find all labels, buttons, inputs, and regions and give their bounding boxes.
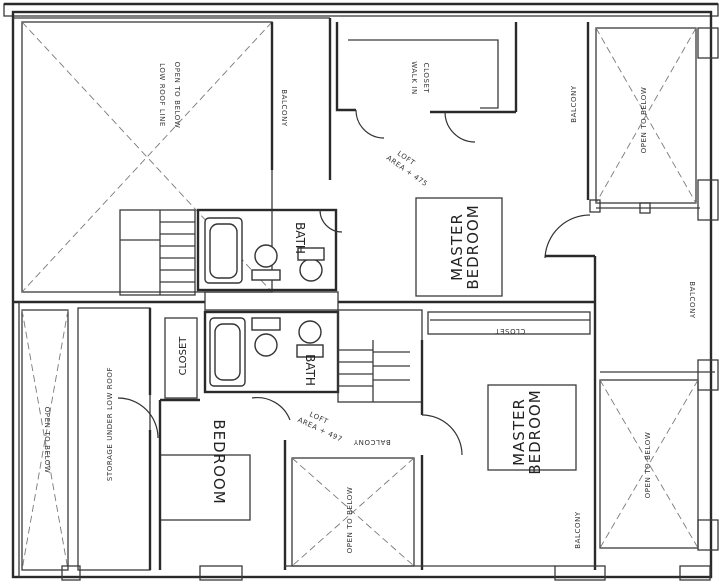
open-to-below-topright [544,22,719,570]
low-roof-line-label: LOW ROOF LINE [158,63,166,127]
closet-left-text: CLOSET [178,336,189,376]
bottom-posts [61,565,711,581]
open-to-below-topleft-label: OPEN TO BELOW [173,62,181,129]
outer-walls [3,2,719,579]
balcony-topleft-text: BALCONY [280,89,288,127]
bath-lower [203,310,340,421]
loft-area-upper-label: LOFT AREA + 475 [385,149,429,188]
balcony-bottom-right-text: BALCONY [574,511,582,549]
master-bedroom-lower-line2: BEDROOM [526,389,544,474]
closet-right-text: CLOSET [494,327,525,335]
open-to-below-bottomright-label: OPEN TO BELOW [644,432,652,499]
balcony-topright-label: BALCONY [570,85,578,123]
walk-in-closet-label: WALK IN CLOSET [410,61,430,95]
bath-upper [196,208,343,292]
storage-label: STORAGE UNDER LOW ROOF [106,367,114,481]
closet-left-box [117,317,198,439]
storage [77,307,152,571]
closet-right-label: CLOSET [494,327,525,335]
bedroom-label: BEDROOM [210,419,228,504]
balcony-topright-text: BALCONY [570,85,578,123]
stair-lower [337,309,463,456]
bath-lower-text: BATH [303,354,317,386]
open-to-below-bottom-center-text: OPEN TO BELOW [346,487,354,554]
open-to-below-bottom-center-label: OPEN TO BELOW [346,487,354,554]
hall-strip [204,291,339,311]
walk-in-closet [335,22,518,143]
master-bedroom-lower-box [487,384,577,471]
balcony-center-label: BALCONY [353,438,391,446]
open-to-below-topright-text: OPEN TO BELOW [640,87,648,154]
master-bedroom-upper-label: MASTER BEDROOM [448,204,482,289]
walk-in-closet-line1: WALK IN [410,61,418,95]
loft-area-lower-label: LOFT AREA + 497 [296,410,343,443]
balcony-center-text: BALCONY [353,438,391,446]
stair-upper [119,209,196,296]
balcony-bottom-right-label: BALCONY [574,511,582,549]
master-bedroom-lower-line1: MASTER [510,398,528,466]
storage-text: STORAGE UNDER LOW ROOF [106,367,114,481]
closet-right-box [427,311,591,335]
master-bedroom-upper-box [415,197,503,297]
open-to-below-left [21,309,69,571]
balcony-right-mid-text: BALCONY [688,281,696,319]
bath-upper-text: BATH [293,222,307,254]
bedroom-box [158,398,251,570]
open-to-below-topleft-text: OPEN TO BELOW [173,62,181,129]
open-to-below-bottomright [599,371,715,549]
balcony-right-mid-label: BALCONY [688,281,696,319]
closet-left-label: CLOSET [178,336,189,376]
master-bedroom-upper-line2: BEDROOM [464,204,482,289]
bath-upper-label: BATH [293,222,307,254]
master-bedroom-upper-line1: MASTER [448,213,466,281]
right-posts [697,359,719,551]
open-to-below-left-label: OPEN TO BELOW [43,407,51,474]
open-to-below-topright-label: OPEN TO BELOW [640,87,648,154]
open-to-below-left-text: OPEN TO BELOW [43,407,51,474]
balcony-topleft-label: BALCONY [280,89,288,127]
open-to-below-topleft [21,18,332,293]
open-to-below-bottomright-text: OPEN TO BELOW [644,432,652,499]
bedroom-text: BEDROOM [210,419,228,504]
open-to-below-bottom-center [283,440,424,570]
walk-in-closet-line2: CLOSET [422,63,430,94]
bath-lower-label: BATH [303,354,317,386]
master-bedroom-lower-label: MASTER BEDROOM [510,389,544,474]
low-roof-line-text: LOW ROOF LINE [158,63,166,127]
